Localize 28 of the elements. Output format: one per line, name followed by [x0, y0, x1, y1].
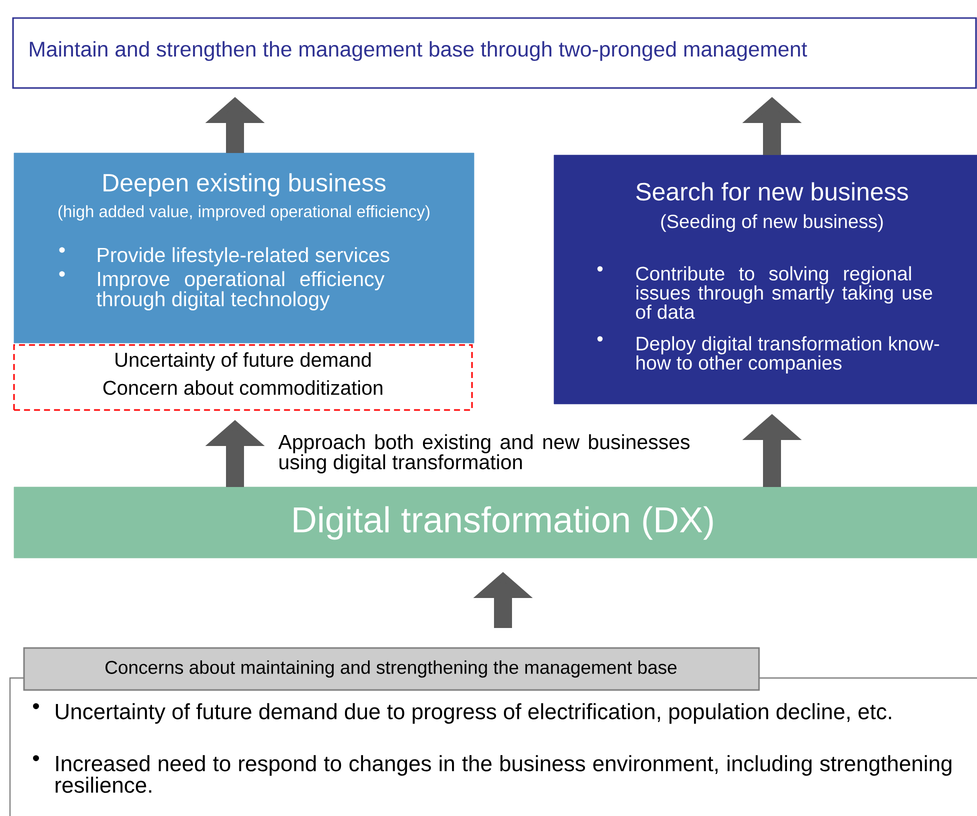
bullet-item: Uncertainty of future demand due to progress of electrification, population decline, etc.	[56, 703, 892, 724]
tab-heading: Concerns about maintaining and strengthening the management base	[106, 660, 676, 678]
bullet-item: Increased need to respond to changes in the business environment, including strengthening resilience.	[56, 755, 952, 793]
bullet-mark: •	[59, 271, 65, 277]
bullet-item: Provide lifestyle-related services	[98, 247, 390, 266]
concern-box	[13, 344, 473, 411]
bullet-mark: •	[33, 703, 39, 710]
bullet-item: Contribute to solving regional issues through smartly taking use of data	[636, 266, 932, 319]
bullet-item: Improve operational efficiency through digital technology	[96, 271, 384, 310]
box-heading: Search for new business	[636, 182, 908, 201]
bullet-mark: •	[59, 247, 65, 253]
bullet-mark: •	[597, 266, 603, 272]
box-heading: Deepen existing business	[104, 173, 386, 196]
business-box	[14, 152, 474, 344]
concern-text: Uncertainty of future demand	[116, 352, 371, 371]
concern-text: Concern about commoditization	[103, 380, 382, 395]
goal-box	[12, 17, 977, 89]
business-box	[554, 154, 977, 404]
concerns-panel	[9, 647, 977, 816]
bullet-mark: •	[33, 755, 39, 762]
band-title: Digital transformation (DX)	[294, 506, 713, 540]
dx-band	[14, 486, 977, 558]
bullet-mark: •	[597, 336, 603, 342]
bullet-item: Deploy digital transformation know-how to other companies	[636, 336, 940, 374]
box-subheading: (Seeding of new business)	[661, 214, 883, 232]
box-subheading: (high added value, improved operational efficiency)	[58, 205, 430, 221]
goal-text: Maintain and strengthen the management base through two-pronged management	[30, 41, 808, 61]
arrow-caption: Approach both existing and new businesses using digital transformation	[278, 434, 690, 474]
